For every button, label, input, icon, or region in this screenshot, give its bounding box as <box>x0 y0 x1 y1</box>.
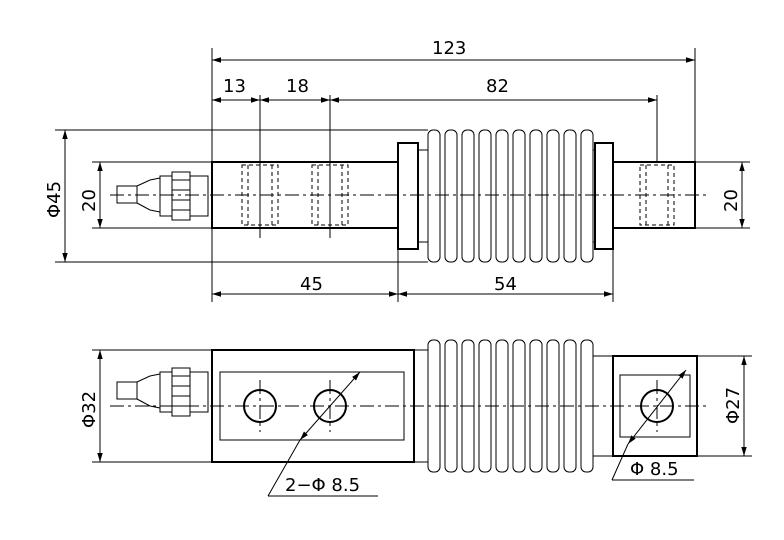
cable-connector-top <box>116 171 209 221</box>
dim-right-diameter-bottom: Φ27 <box>723 387 744 424</box>
dim-left-height: 20 <box>79 189 100 212</box>
dim-overall-length: 123 <box>432 38 466 59</box>
cable-connector-bottom <box>116 367 209 417</box>
dimension-lines-bottom <box>92 349 752 497</box>
dimension-lines-top <box>55 48 750 302</box>
dim-right-hole: Φ 8.5 <box>630 459 679 480</box>
dim-right-span: 82 <box>486 76 509 97</box>
dim-left-holes: 2−Φ 8.5 <box>285 475 360 496</box>
dim-outer-diameter-top: Φ45 <box>44 181 65 218</box>
top-view <box>110 339 708 473</box>
dim-outer-diameter-bottom: Φ32 <box>79 391 100 428</box>
dim-first-hole-offset: 13 <box>223 76 246 97</box>
side-view <box>110 95 708 263</box>
dim-bellows-length: 54 <box>494 274 517 295</box>
dim-right-height: 20 <box>721 189 742 212</box>
dim-left-block-length: 45 <box>300 274 323 295</box>
dim-hole-spacing: 18 <box>286 76 309 97</box>
bellows-top <box>397 129 614 263</box>
